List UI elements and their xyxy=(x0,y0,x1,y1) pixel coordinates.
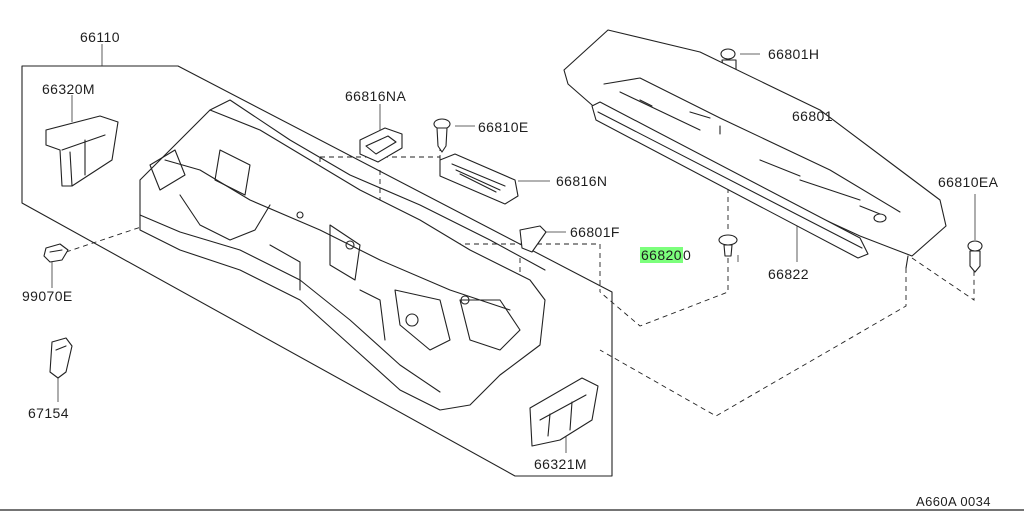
part-66321M xyxy=(529,377,599,447)
label-66810EA[interactable]: 66810EA xyxy=(938,174,999,190)
label-66801H[interactable]: 66801H xyxy=(768,46,820,62)
label-66816NA[interactable]: 66816NA xyxy=(345,88,407,104)
part-67154 xyxy=(49,337,73,379)
part-66816NA xyxy=(359,127,403,163)
label-99070E[interactable]: 99070E xyxy=(22,288,73,304)
dash-panel-assembly xyxy=(139,99,546,411)
part-99070E xyxy=(43,243,69,263)
label-66816N[interactable]: 66816N xyxy=(556,173,608,189)
label-66320M[interactable]: 66320M xyxy=(42,81,95,97)
label-66801F[interactable]: 66801F xyxy=(570,224,620,240)
part-66320M xyxy=(45,115,119,187)
label-66820-highlight: 66820 xyxy=(640,247,683,263)
part-66820 xyxy=(718,234,738,257)
part-66801F xyxy=(519,225,547,253)
part-66810EA xyxy=(967,240,983,273)
label-66820[interactable]: 668200 xyxy=(640,247,691,263)
part-66810E xyxy=(433,118,451,153)
label-66820-suffix: 0 xyxy=(682,247,692,263)
label-67154[interactable]: 67154 xyxy=(28,405,69,421)
label-66822[interactable]: 66822 xyxy=(768,266,809,282)
label-66810E[interactable]: 66810E xyxy=(478,119,529,135)
label-66321M[interactable]: 66321M xyxy=(534,456,587,472)
reference-code: A660A 0034 xyxy=(916,494,991,509)
part-66816N xyxy=(439,153,519,205)
label-66110[interactable]: 66110 xyxy=(80,29,120,45)
label-66801[interactable]: 66801 xyxy=(792,108,833,124)
part-66801 xyxy=(563,29,947,269)
part-66822 xyxy=(591,101,869,259)
assembly-outline-66110 xyxy=(21,65,613,477)
